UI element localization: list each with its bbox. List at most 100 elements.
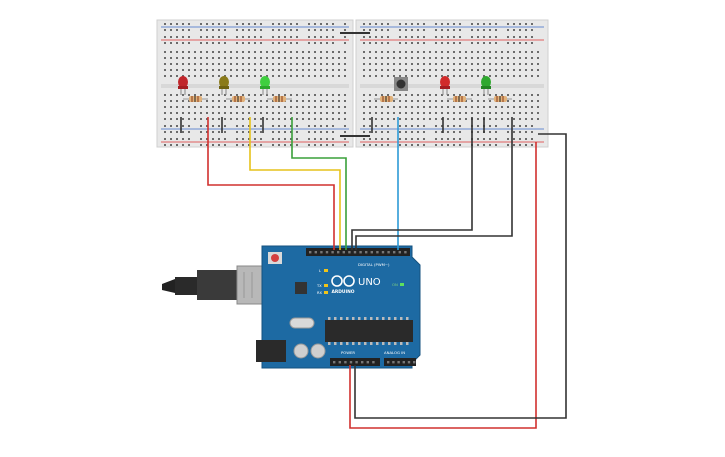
- header-pin[interactable]: [387, 251, 390, 254]
- resistor-6[interactable]: [488, 96, 512, 102]
- breadboard-hole: [363, 51, 365, 53]
- header-pin[interactable]: [353, 251, 357, 254]
- breadboard-hole: [308, 118, 310, 120]
- chip-pin: [340, 342, 343, 345]
- resistor-2[interactable]: [226, 96, 250, 102]
- analog-header[interactable]: [384, 358, 416, 366]
- wire-black-signal[interactable]: [351, 117, 473, 250]
- breadboard-hole: [507, 57, 509, 59]
- header-pin[interactable]: [381, 251, 385, 254]
- header-pin[interactable]: [325, 251, 329, 254]
- wire-green-signal[interactable]: [291, 117, 347, 250]
- breadboard-hole: [405, 144, 407, 146]
- header-pin[interactable]: [348, 251, 351, 254]
- digital-header[interactable]: [306, 248, 410, 256]
- breadboard-hole: [483, 51, 485, 53]
- breadboard-hole: [170, 100, 172, 102]
- header-pin[interactable]: [314, 251, 317, 254]
- breadboard-hole: [278, 112, 280, 114]
- breadboard-hole: [471, 42, 473, 44]
- led-yellow-left[interactable]: [219, 76, 229, 95]
- breadboard-hole: [507, 144, 509, 146]
- breadboard-hole: [435, 63, 437, 65]
- breadboard-hole: [501, 63, 503, 65]
- breadboard-hole: [326, 118, 328, 120]
- analog-pin[interactable]: [407, 361, 411, 364]
- breadboard-hole: [242, 125, 244, 127]
- breadboard-hole: [344, 106, 346, 108]
- breadboard-hole: [188, 75, 190, 77]
- breadboard-hole: [254, 63, 256, 65]
- wire-black-signal[interactable]: [355, 117, 513, 250]
- breadboard-right[interactable]: [355, 19, 549, 148]
- breadboard-hole: [477, 63, 479, 65]
- breadboard-hole: [369, 23, 371, 25]
- header-pin[interactable]: [331, 251, 334, 254]
- wire-black-ground[interactable]: [354, 133, 567, 419]
- breadboard-hole: [489, 42, 491, 44]
- header-pin[interactable]: [404, 251, 407, 254]
- breadboard-hole: [363, 75, 365, 77]
- wire-red-power[interactable]: [349, 142, 537, 429]
- header-pin[interactable]: [366, 361, 369, 364]
- breadboard-hole: [260, 29, 262, 31]
- breadboard-hole: [489, 51, 491, 53]
- resistor-5[interactable]: [447, 96, 472, 102]
- breadboard-hole: [200, 36, 202, 38]
- analog-pin[interactable]: [402, 361, 405, 364]
- header-pin[interactable]: [398, 251, 401, 254]
- breadboard-hole: [254, 51, 256, 53]
- breadboard-hole: [483, 23, 485, 25]
- header-pin[interactable]: [393, 251, 396, 254]
- breadboard-hole: [477, 112, 479, 114]
- pushbutton[interactable]: [394, 77, 408, 91]
- header-pin[interactable]: [365, 251, 368, 254]
- header-pin[interactable]: [376, 251, 379, 254]
- analog-pin[interactable]: [392, 361, 395, 364]
- breadboard-hole: [290, 51, 292, 53]
- breadboard-hole: [164, 138, 166, 140]
- breadboard-left[interactable]: [156, 19, 354, 148]
- header-pin[interactable]: [359, 251, 362, 254]
- breadboard-hole: [284, 144, 286, 146]
- led-red-left[interactable]: [178, 76, 188, 95]
- power-header[interactable]: [330, 358, 380, 366]
- wire-red-signal[interactable]: [207, 117, 335, 250]
- breadboard-hole: [284, 118, 286, 120]
- header-pin[interactable]: [309, 251, 312, 254]
- breadboard-hole: [248, 42, 250, 44]
- resistor-1[interactable]: [183, 96, 208, 102]
- breadboard-hole: [459, 36, 461, 38]
- header-pin[interactable]: [361, 361, 364, 364]
- usb-cable[interactable]: [162, 265, 278, 305]
- reset-button[interactable]: [271, 254, 279, 262]
- led-green-right[interactable]: [481, 76, 491, 95]
- led-green-left[interactable]: [260, 76, 270, 95]
- header-pin[interactable]: [338, 361, 341, 364]
- analog-pin[interactable]: [413, 361, 416, 364]
- wire-yellow-signal[interactable]: [249, 117, 341, 250]
- breadboard-hole: [525, 63, 527, 65]
- resistor-3[interactable]: [267, 96, 292, 102]
- header-pin[interactable]: [320, 251, 323, 254]
- header-pin[interactable]: [355, 361, 358, 364]
- arduino-uno-board[interactable]: ARDUINO UNO DIGITAL (PWM~) POWER ANALOG …: [162, 245, 421, 369]
- led-red-right[interactable]: [440, 76, 450, 95]
- usb-chip: [295, 282, 307, 294]
- header-pin[interactable]: [372, 361, 375, 364]
- analog-pin[interactable]: [397, 361, 400, 364]
- breadboard-hole: [375, 125, 377, 127]
- header-pin[interactable]: [344, 361, 347, 364]
- header-pin[interactable]: [349, 361, 353, 364]
- resistor-4[interactable]: [374, 96, 398, 102]
- breadboard-hole: [405, 106, 407, 108]
- breadboard-hole: [296, 131, 298, 133]
- breadboard-hole: [459, 138, 461, 140]
- header-pin[interactable]: [370, 251, 373, 254]
- analog-pin[interactable]: [387, 361, 390, 364]
- header-pin[interactable]: [333, 361, 336, 364]
- header-pin[interactable]: [337, 251, 340, 254]
- header-pin[interactable]: [342, 251, 345, 254]
- breadboard-hole: [182, 106, 184, 108]
- breadboard-hole: [483, 42, 485, 44]
